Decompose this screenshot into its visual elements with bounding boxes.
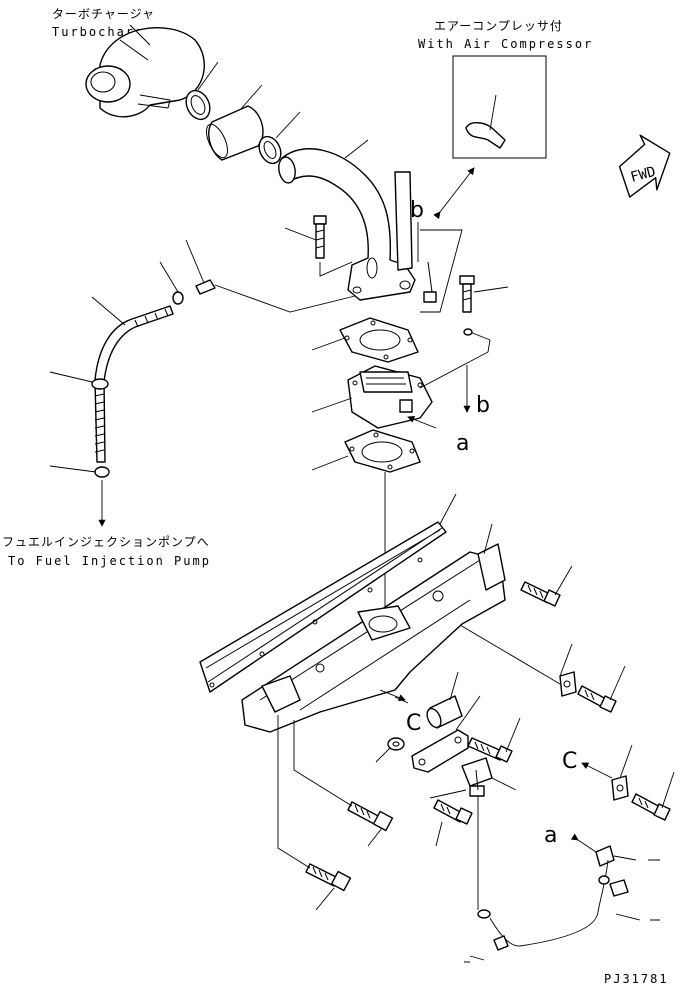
bracket-bolt <box>467 737 513 763</box>
manifold-bolt-lower-mid <box>433 799 473 825</box>
fuel-hose <box>94 305 174 383</box>
drawing-number: PJ31781 <box>604 972 669 986</box>
callout-b-top: b <box>410 198 424 223</box>
fuel-nut <box>94 466 110 478</box>
manifold-bolt-long-1 <box>347 801 394 832</box>
bolt-flange-right <box>459 275 475 313</box>
callout-c-left: C <box>406 711 421 736</box>
fuel-pump-label-en: To Fuel Injection Pump <box>8 554 211 568</box>
manifold-bolt-upper <box>520 581 561 607</box>
stud-nut <box>423 261 437 303</box>
spacer-bracket-upper <box>559 671 577 697</box>
hose-clamp-1 <box>185 89 211 121</box>
inset-bracket <box>420 229 463 313</box>
sensor <box>461 757 493 797</box>
manifold-bolt-lower-right <box>631 793 671 821</box>
callout-a-lower: a <box>544 823 557 848</box>
gasket-upper <box>339 317 419 363</box>
callout-a-upper: a <box>456 431 469 456</box>
fuel-pipe <box>91 378 109 463</box>
wire-harness <box>477 845 629 947</box>
air-compressor-inset <box>452 55 547 159</box>
air-connector-elbow <box>278 148 416 301</box>
connector-hose <box>205 105 264 161</box>
fuel-fitting <box>185 239 216 295</box>
bolt-flange-left <box>313 215 327 259</box>
callout-c-right: C <box>562 749 577 774</box>
turbocharger-label-jp: ターボチャージャ <box>52 7 155 21</box>
fwd-arrow: FWD <box>618 134 671 198</box>
inset-double-arrow <box>433 167 475 220</box>
svg-text:FWD: FWD <box>629 164 658 186</box>
intake-manifold <box>241 543 506 733</box>
small-clamp <box>172 291 184 305</box>
air-compressor-label-en: With Air Compressor <box>418 37 593 51</box>
turbocharger <box>85 24 205 118</box>
manifold-bolt-mid <box>577 685 617 713</box>
harness-nut <box>493 935 509 951</box>
air-compressor-label-jp: エアーコンプレッサ付 <box>434 19 563 33</box>
heater-lead-wire <box>419 328 491 389</box>
manifold-gasket <box>199 521 447 693</box>
hose-clamp-2 <box>258 135 282 165</box>
washer <box>387 737 405 751</box>
manifold-bolt-long-2 <box>305 863 352 892</box>
fuel-pump-label-jp: フュエルインジェクションポンプへ <box>2 535 210 549</box>
spacer-bracket-lower <box>611 775 629 801</box>
sensor-bracket <box>411 729 469 773</box>
spacer-collar <box>426 695 463 729</box>
gasket-lower <box>344 429 421 473</box>
callout-b-lower: b <box>476 393 490 418</box>
intake-heater-block <box>347 365 433 429</box>
